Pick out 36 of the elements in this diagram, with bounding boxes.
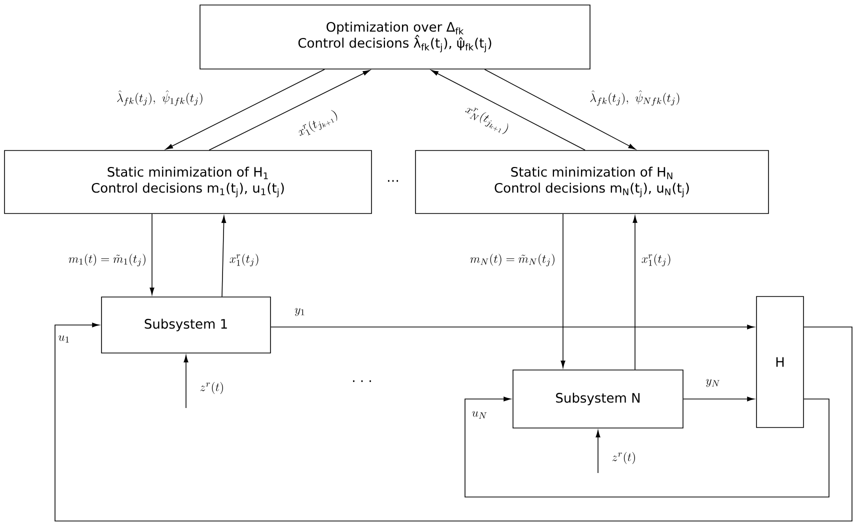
arrow bbox=[560, 214, 566, 368]
arrow bbox=[464, 396, 830, 498]
arrow bbox=[150, 214, 154, 295]
subsystem-box: Subsystem 1 bbox=[101, 296, 271, 354]
edge-label: $z^r(t)$ bbox=[198, 381, 226, 395]
arrow bbox=[184, 355, 188, 408]
ellipsis: · · · bbox=[353, 380, 371, 382]
edge-label: $x_1^r(t_j)$ bbox=[228, 252, 260, 268]
minimization-box: Static minimization of H$_{N}$ Control decisions m$_{N}$(t$_{j}$), u$_{N}$(t$_{j}$) bbox=[415, 150, 769, 214]
edge-label: $u_N$ bbox=[470, 410, 488, 420]
arrow bbox=[222, 216, 226, 297]
arrow bbox=[166, 69, 325, 150]
arrow bbox=[270, 324, 754, 330]
arrow bbox=[431, 70, 586, 150]
arrow bbox=[208, 70, 370, 150]
edge-label: $\hat\lambda_{fk}(t_j),\ \hat\psi_{Nfk}(t_j)$ bbox=[588, 89, 682, 107]
optimization-box: Optimization over Δ$_{fk}$ Control decisions λ̂$_{fk}$(t$_{j}$), ψ̂$_{fk}$(t$_{j}$) bbox=[200, 4, 590, 70]
edge-label: $x_1^r(t_{j_{k+1}})$ bbox=[294, 107, 342, 141]
edge-label: $x_N^r(t_{j_{k+1}})$ bbox=[462, 102, 512, 138]
arrow bbox=[54, 322, 852, 522]
arrow bbox=[683, 396, 754, 402]
edge-label: $z^r(t)$ bbox=[610, 451, 638, 465]
ellipsis: … bbox=[388, 180, 398, 182]
h-block: H bbox=[756, 296, 804, 428]
arrow bbox=[632, 216, 638, 370]
arrow bbox=[596, 430, 600, 474]
edge-label: $u_1$ bbox=[57, 334, 72, 344]
arrow bbox=[484, 69, 636, 150]
edge-label: $x_1^r(t_j)$ bbox=[640, 252, 672, 268]
subsystem-box: Subsystem N bbox=[512, 370, 684, 428]
edge-label: $m_1(t)=\tilde m_1(t_j)$ bbox=[67, 252, 148, 268]
edge-label: $\hat\lambda_{fk}(t_j),\ \hat\psi_{1fk}(t_j)$ bbox=[116, 89, 204, 107]
minimization-box: Static minimization of H$_{1}$ Control decisions m$_{1}$(t$_{j}$), u$_{1}$(t$_{j}$) bbox=[4, 150, 372, 214]
edge-label: $y_1$ bbox=[294, 307, 306, 317]
edge-label: $y_N$ bbox=[704, 378, 722, 388]
edge-label: $m_N(t)=\tilde m_N(t_j)$ bbox=[468, 252, 557, 268]
